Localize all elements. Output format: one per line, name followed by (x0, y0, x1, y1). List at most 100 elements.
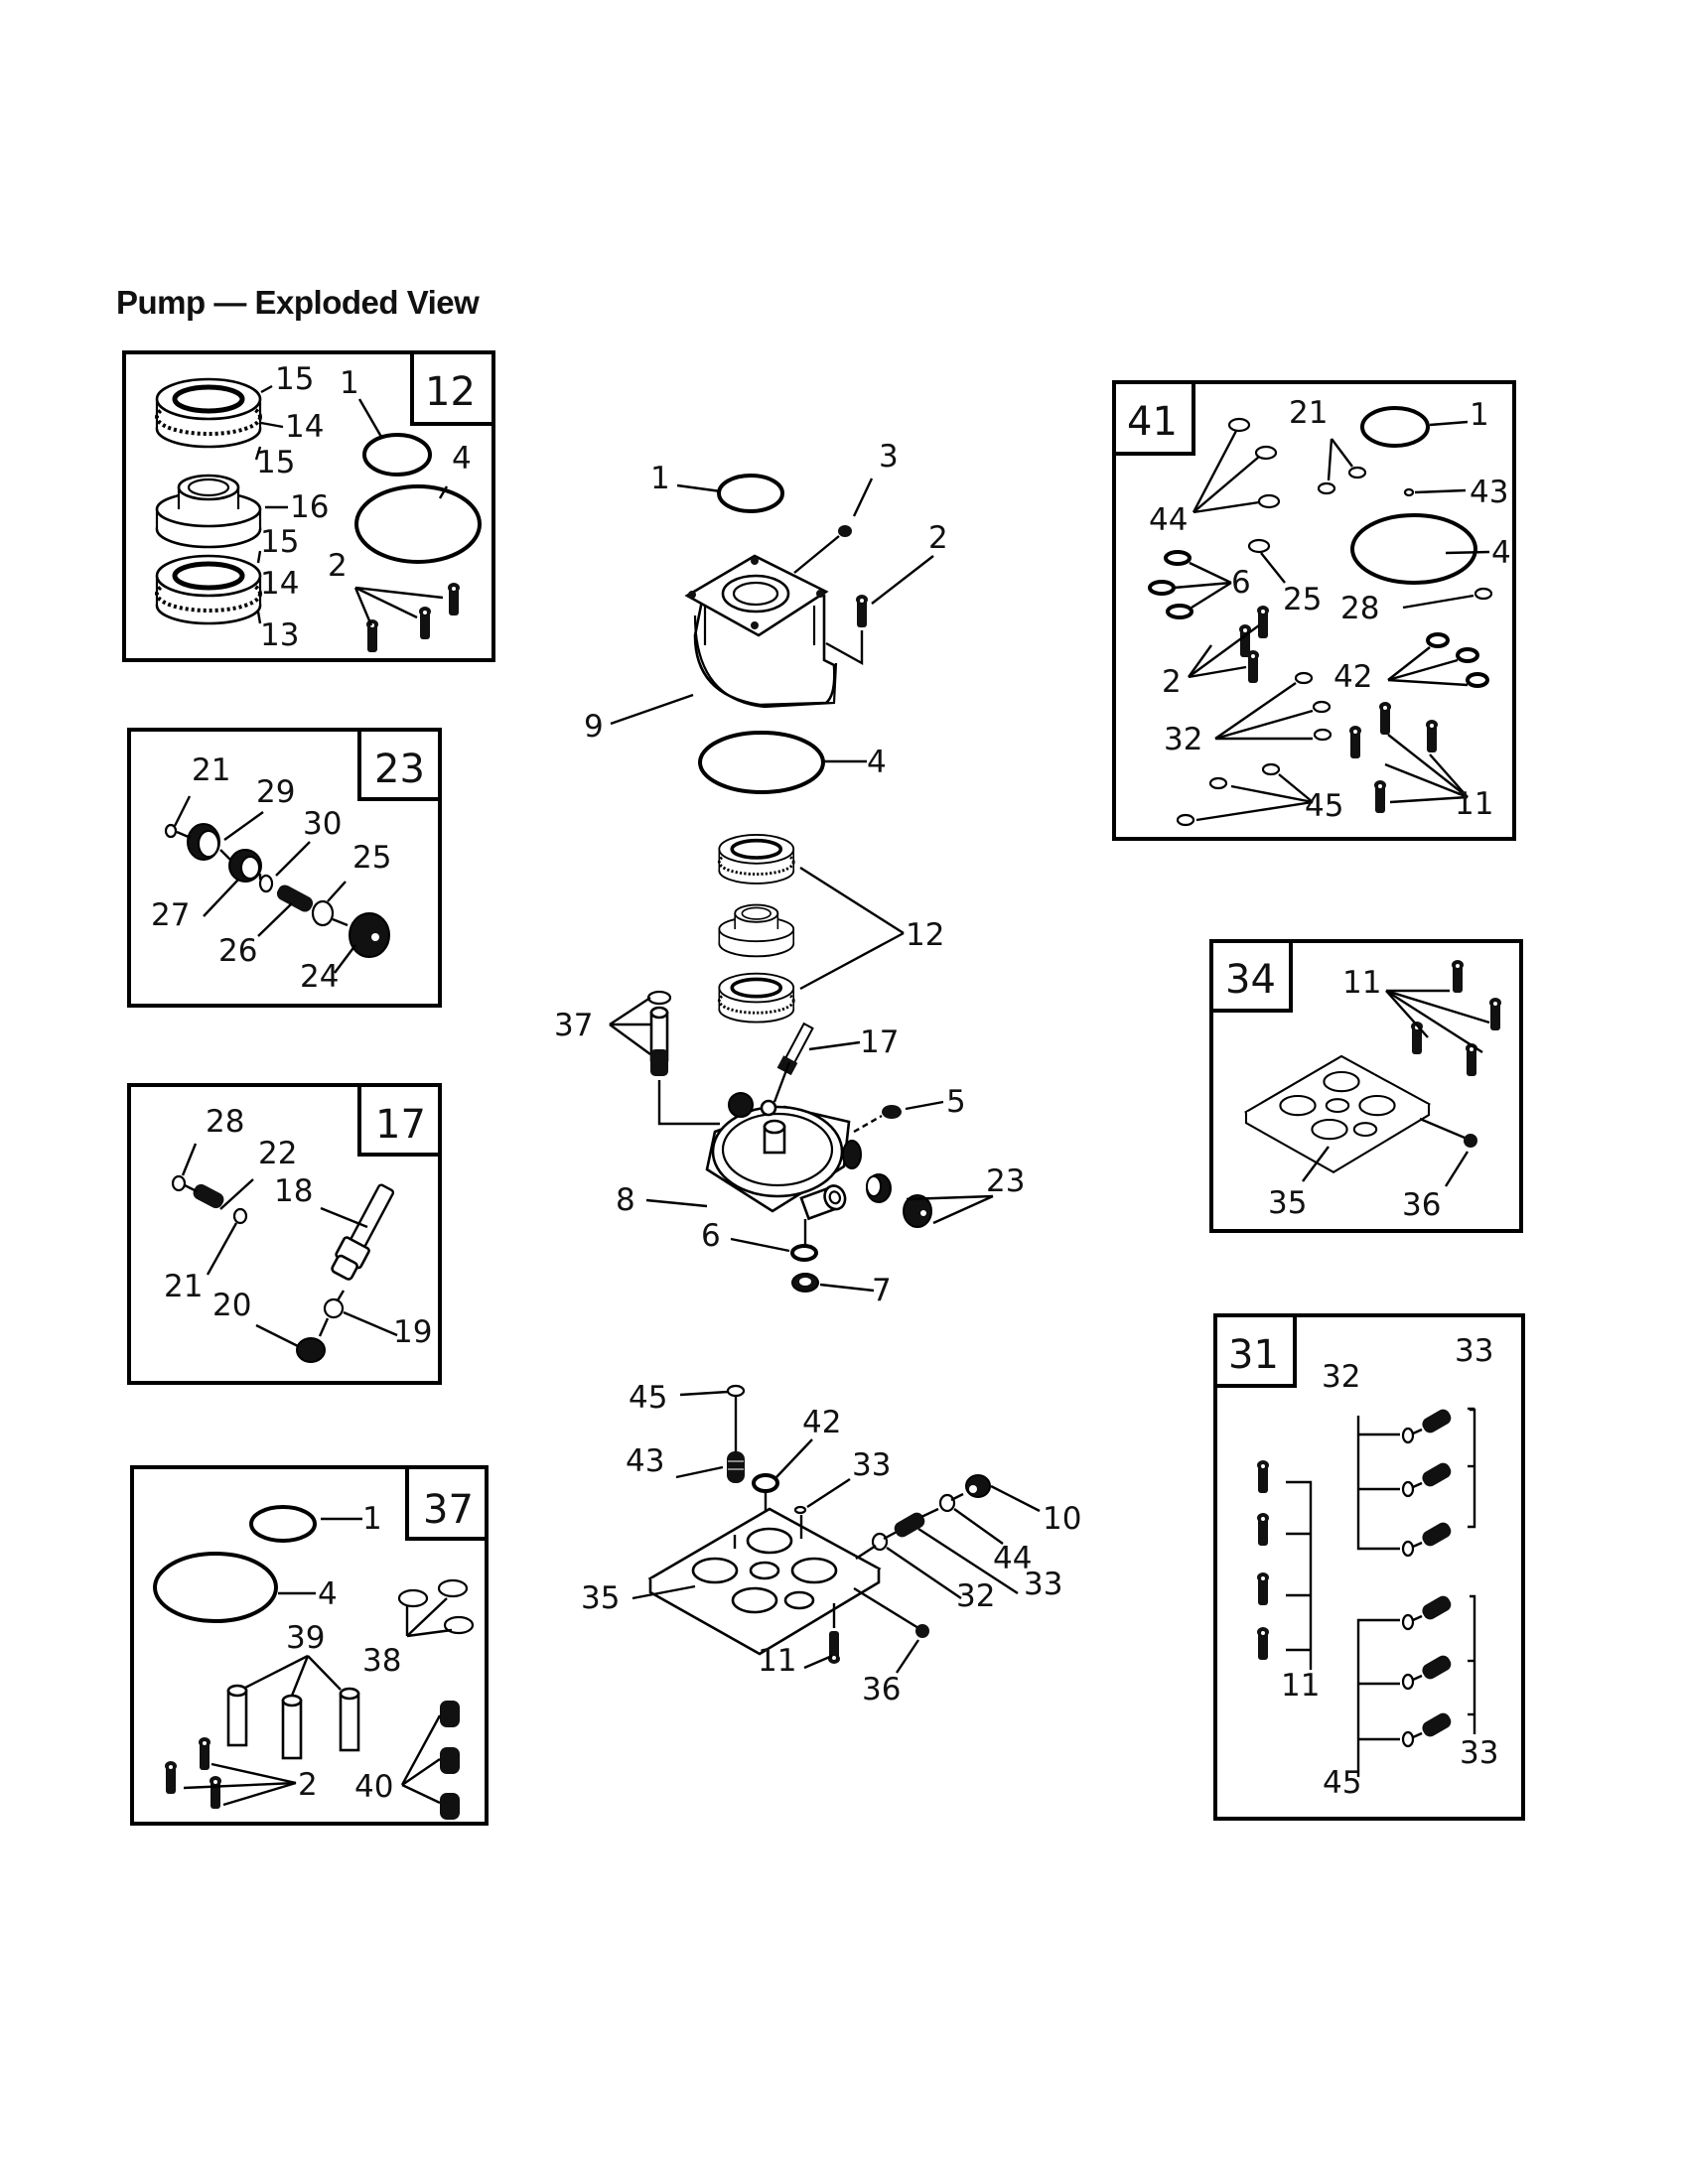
bolt-icon (1257, 1627, 1269, 1660)
callout: 15 (260, 524, 299, 560)
callout: 35 (1268, 1185, 1307, 1221)
seal-icon (717, 971, 795, 1024)
callout: 5 (946, 1084, 966, 1120)
o-ring-icon (362, 433, 432, 477)
callout: 6 (1231, 565, 1251, 601)
callout: 27 (151, 897, 190, 933)
bolt-icon (165, 1761, 177, 1794)
callout: 11 (758, 1643, 796, 1679)
callout: 6 (701, 1218, 721, 1254)
bolt-icon (1489, 998, 1501, 1030)
callout: 15 (256, 445, 295, 480)
callout: 43 (626, 1443, 664, 1479)
kit-number: 34 (1225, 957, 1276, 1003)
bolt-icon (1257, 606, 1269, 638)
callout: 33 (1024, 1567, 1062, 1602)
piston-icon (226, 1684, 360, 1760)
callout: 25 (1283, 582, 1322, 617)
callout: 29 (256, 774, 295, 810)
callout: 18 (274, 1173, 313, 1209)
callout: 21 (164, 1269, 203, 1304)
callout: 2 (298, 1767, 318, 1803)
kit-37-box: 37 1 4 39 (130, 1465, 489, 1826)
bolt-icon (1379, 702, 1391, 735)
callout: 24 (300, 959, 339, 995)
valve-spring-set (1401, 1409, 1452, 1748)
callout: 32 (1164, 722, 1202, 757)
bolt-icon (1257, 1460, 1269, 1493)
callout: 14 (285, 409, 324, 445)
kit-number: 31 (1228, 1332, 1279, 1378)
bolt-icon (448, 583, 460, 615)
kit-number: 37 (423, 1487, 474, 1533)
callout: 20 (212, 1288, 251, 1323)
callout: 36 (1402, 1187, 1441, 1223)
bolt-icon (1257, 1572, 1269, 1605)
seal-icon (157, 379, 260, 447)
callout: 40 (354, 1769, 393, 1805)
callout: 2 (1162, 664, 1182, 700)
kit-number: 17 (375, 1102, 426, 1148)
callout: 44 (993, 1541, 1032, 1576)
o-ring-icon (1350, 513, 1477, 585)
kit-34-box: 34 35 36 11 (1209, 939, 1523, 1233)
callout: 32 (1322, 1359, 1360, 1395)
bolt-icon (1452, 960, 1464, 993)
callout: 16 (290, 489, 329, 525)
callout: 12 (906, 917, 944, 953)
bolt-icon (210, 1776, 221, 1809)
valve-head-icon (1244, 1054, 1431, 1173)
callout: 11 (1281, 1668, 1320, 1704)
callout: 23 (986, 1163, 1025, 1199)
kit-17-box: 17 28 22 18 21 20 19 (127, 1083, 442, 1385)
seal-adapter-icon (155, 474, 262, 549)
kit-41-box: 41 (1112, 380, 1516, 841)
callout: 42 (802, 1405, 841, 1440)
bolt-icon (856, 595, 868, 627)
valve-head-icon (648, 1507, 881, 1656)
pump-housing-icon (684, 554, 838, 709)
bolt-icon (366, 619, 378, 652)
callout: 7 (872, 1273, 892, 1308)
callout: 33 (852, 1447, 891, 1483)
bolt-icon (419, 607, 431, 639)
bolt-icon (1247, 650, 1259, 683)
kit-number: 41 (1127, 399, 1178, 445)
kit-31-box: 31 32 33 11 45 (1213, 1313, 1525, 1821)
callout: 4 (867, 745, 887, 780)
callout: 17 (860, 1024, 899, 1060)
callout: 1 (1470, 397, 1489, 433)
kit-number: 12 (425, 369, 476, 415)
spring-icon (726, 1450, 746, 1484)
callout: 21 (1289, 395, 1328, 431)
callout: 36 (862, 1672, 901, 1707)
kit-number: 23 (374, 747, 425, 792)
callout: 45 (1323, 1765, 1361, 1801)
callout: 1 (362, 1501, 382, 1537)
callout: 28 (1340, 591, 1379, 626)
callout: 22 (258, 1136, 297, 1171)
callout: 32 (956, 1578, 995, 1614)
callout: 37 (554, 1008, 593, 1043)
callout: 2 (928, 520, 948, 556)
callout: 13 (260, 617, 299, 653)
bolt-icon (1374, 780, 1386, 813)
main-exploded-assembly: 1 3 2 9 4 (554, 439, 1081, 1707)
callout: 45 (1305, 788, 1343, 824)
bolt-icon (1257, 1513, 1269, 1546)
callout: 33 (1460, 1735, 1498, 1771)
callout: 4 (318, 1576, 338, 1612)
callout: 28 (206, 1104, 244, 1140)
seal-icon (157, 556, 260, 623)
callout: 8 (616, 1182, 635, 1218)
callout: 15 (275, 361, 314, 397)
callout: 11 (1342, 965, 1381, 1001)
kit-23-box: 23 21 29 30 25 27 26 24 (127, 728, 442, 1008)
callout: 25 (352, 840, 391, 876)
o-ring-icon (717, 474, 784, 513)
callout: 2 (328, 548, 348, 584)
bolt-icon (1426, 720, 1438, 752)
callout: 30 (303, 806, 342, 842)
callout: 1 (650, 461, 670, 496)
